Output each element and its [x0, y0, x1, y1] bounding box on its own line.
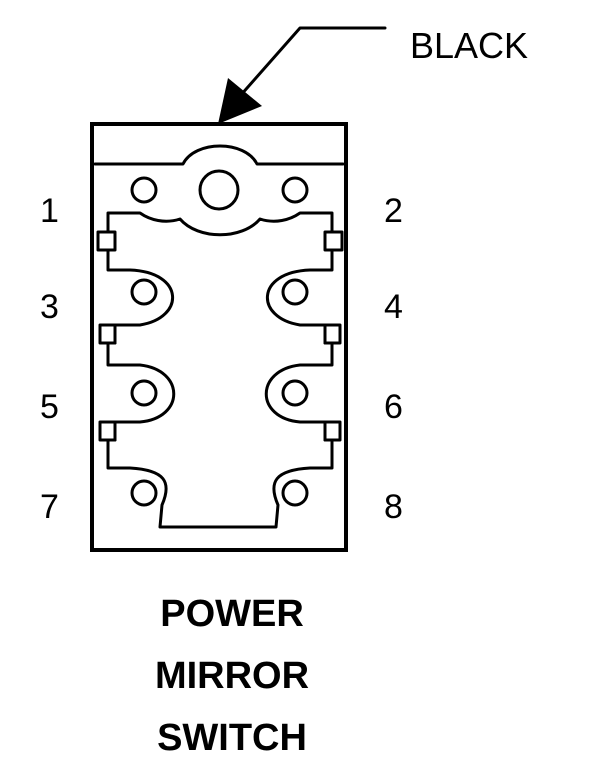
terminal-hole-7	[130, 479, 158, 507]
title-line-3: SWITCH	[157, 717, 307, 759]
pin-label-4: 4	[384, 288, 403, 326]
terminal-tabs	[96, 230, 344, 442]
pin-label-2: 2	[384, 192, 403, 230]
terminal-hole-3	[130, 278, 158, 306]
title-line-1: POWER	[160, 593, 304, 635]
pin-label-1: 1	[40, 192, 59, 230]
terminal-tab-left-3	[98, 420, 117, 442]
pin-label-6: 6	[384, 388, 403, 426]
terminal-hole-2	[281, 176, 309, 204]
terminal-tab-left-1	[96, 230, 110, 252]
terminal-tab-right-1	[330, 230, 344, 252]
callout-arrowhead	[218, 78, 262, 124]
wire-color-callout: BLACK	[218, 25, 528, 124]
callout-label: BLACK	[410, 25, 528, 66]
switch-housing	[90, 122, 348, 552]
terminal-hole-8	[281, 479, 309, 507]
center-pivot-hole	[198, 169, 240, 211]
switch-contact-outline	[106, 211, 334, 529]
terminal-hole-5	[130, 379, 158, 407]
pin-label-5: 5	[40, 388, 59, 426]
pin-label-7: 7	[40, 488, 59, 526]
terminal-hole-1	[130, 176, 158, 204]
terminal-tab-right-2	[323, 323, 342, 345]
pin-labels: 1 2 3 4 5 6 7 8	[40, 192, 403, 526]
terminal-holes	[130, 169, 309, 507]
diagram-title: POWER MIRROR SWITCH	[155, 593, 309, 759]
terminal-hole-4	[281, 278, 309, 306]
callout-leader-line	[238, 26, 387, 98]
title-line-2: MIRROR	[155, 655, 309, 697]
terminal-hole-6	[281, 379, 309, 407]
terminal-tab-right-3	[323, 420, 342, 442]
pin-label-8: 8	[384, 488, 403, 526]
terminal-tab-left-2	[98, 323, 117, 345]
pin-label-3: 3	[40, 288, 59, 326]
switch-top-plate	[93, 144, 345, 166]
